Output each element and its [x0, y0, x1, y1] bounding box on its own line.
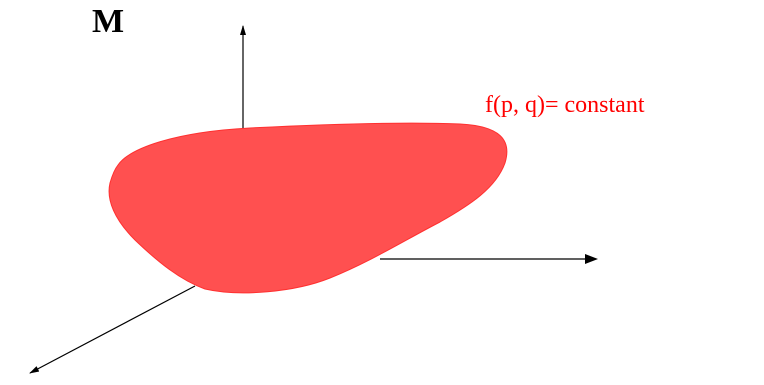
level-surface-blob	[108, 122, 508, 294]
horizontal-axis-arrow	[585, 254, 598, 264]
surface-equation-label: f(p, q)= constant	[485, 92, 645, 118]
manifold-label: M	[92, 3, 125, 40]
depth-axis	[29, 285, 196, 374]
